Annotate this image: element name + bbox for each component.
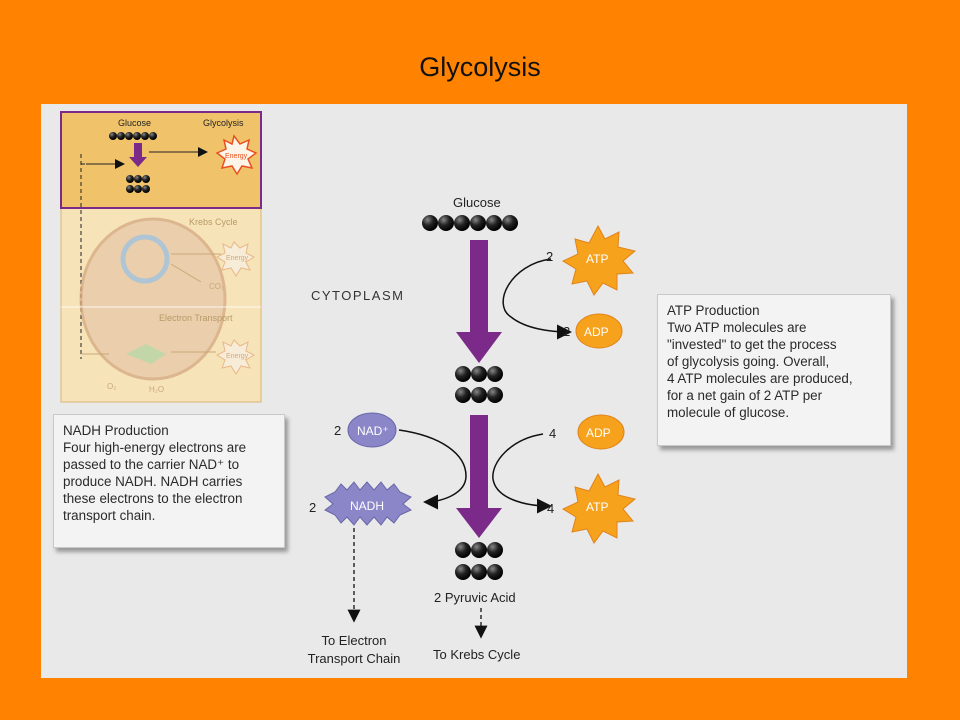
adp-oval-1 [575,313,623,349]
inset-pathway-arrow [129,143,147,167]
nad-reduction-arrow [398,429,467,510]
electron-chain-label-1: To Electron [321,633,386,648]
atp-out-label: ATP [586,500,608,514]
atp-production-body: Two ATP molecules are "invested" to get … [667,320,853,420]
nadh-production-box: NADH Production Four high-energy electro… [53,414,285,548]
inset-co2-label: CO₂ [209,282,224,291]
inset-glucose-molecules [109,132,157,140]
inset-electron-transport-icon [126,344,166,364]
pathway-arrow-1 [456,240,502,363]
nad-label: NAD⁺ [357,424,389,438]
intermediate-molecule [455,366,503,403]
glycolysis-diagram: Glucose Glycolysis [60,111,637,666]
cytoplasm-label: CYTOPLASM [311,288,404,303]
atp-investment-arrow [502,258,572,340]
nad-oval [347,412,397,448]
atp-out-count: 4 [547,501,554,516]
nadh-starburst [324,481,412,526]
inset-energy-star-3 [215,339,256,375]
inset-h2o-label: H₂O [149,385,164,394]
nad-count: 2 [334,423,341,438]
inset-krebs-cycle-icon [120,234,170,284]
inset-energy-label-2: Energy [226,255,249,262]
adp-out-label: ADP [584,325,609,339]
inset-electron-transport-label: Electron Transport [159,313,233,323]
atp-starburst-2 [561,472,637,544]
inset-energy-star [215,134,258,176]
inset-overview: Glucose Glycolysis [60,111,262,403]
glucose-molecule [422,215,518,231]
inset-glucose-label: Glucose [118,118,151,128]
adp-out-count: 2 [563,324,570,339]
slide-title: Glycolysis [419,52,541,82]
electron-chain-label-2: Transport Chain [308,651,401,666]
adp-oval-2 [577,414,625,450]
inset-energy-star-2 [215,241,256,277]
nadh-count: 2 [309,500,316,515]
atp-in-count: 2 [546,249,553,264]
nadh-production-title: NADH Production [63,423,169,438]
atp-starburst-1 [561,224,637,296]
krebs-cycle-label: To Krebs Cycle [433,647,520,662]
diagram-panel: Glucose Glycolysis [41,104,907,678]
adp-in-count: 4 [549,426,556,441]
atp-in-label: ATP [586,252,608,266]
pyruvic-acid-molecule [455,542,503,580]
inset-o2-label: O₂ [107,382,116,391]
inset-glycolysis-label: Glycolysis [203,118,244,128]
glucose-label: Glucose [453,195,501,210]
nadh-label: NADH [350,499,384,513]
atp-production-title: ATP Production [667,303,760,318]
inset-mitochondrion [79,217,227,381]
atp-production-box: ATP Production Two ATP molecules are "in… [657,294,891,446]
adp-in-label: ADP [586,426,611,440]
inset-energy-label: Energy [225,153,248,160]
inset-energy-label-3: Energy [226,353,249,360]
pathway-arrow-2 [456,415,502,538]
nadh-production-body: Four high-energy electrons are passed to… [63,440,247,523]
inset-pyruvate-molecules [126,175,150,193]
inset-krebs-label: Krebs Cycle [189,217,238,227]
pyruvic-acid-label: 2 Pyruvic Acid [434,590,516,605]
atp-generation-arrow [492,433,552,514]
